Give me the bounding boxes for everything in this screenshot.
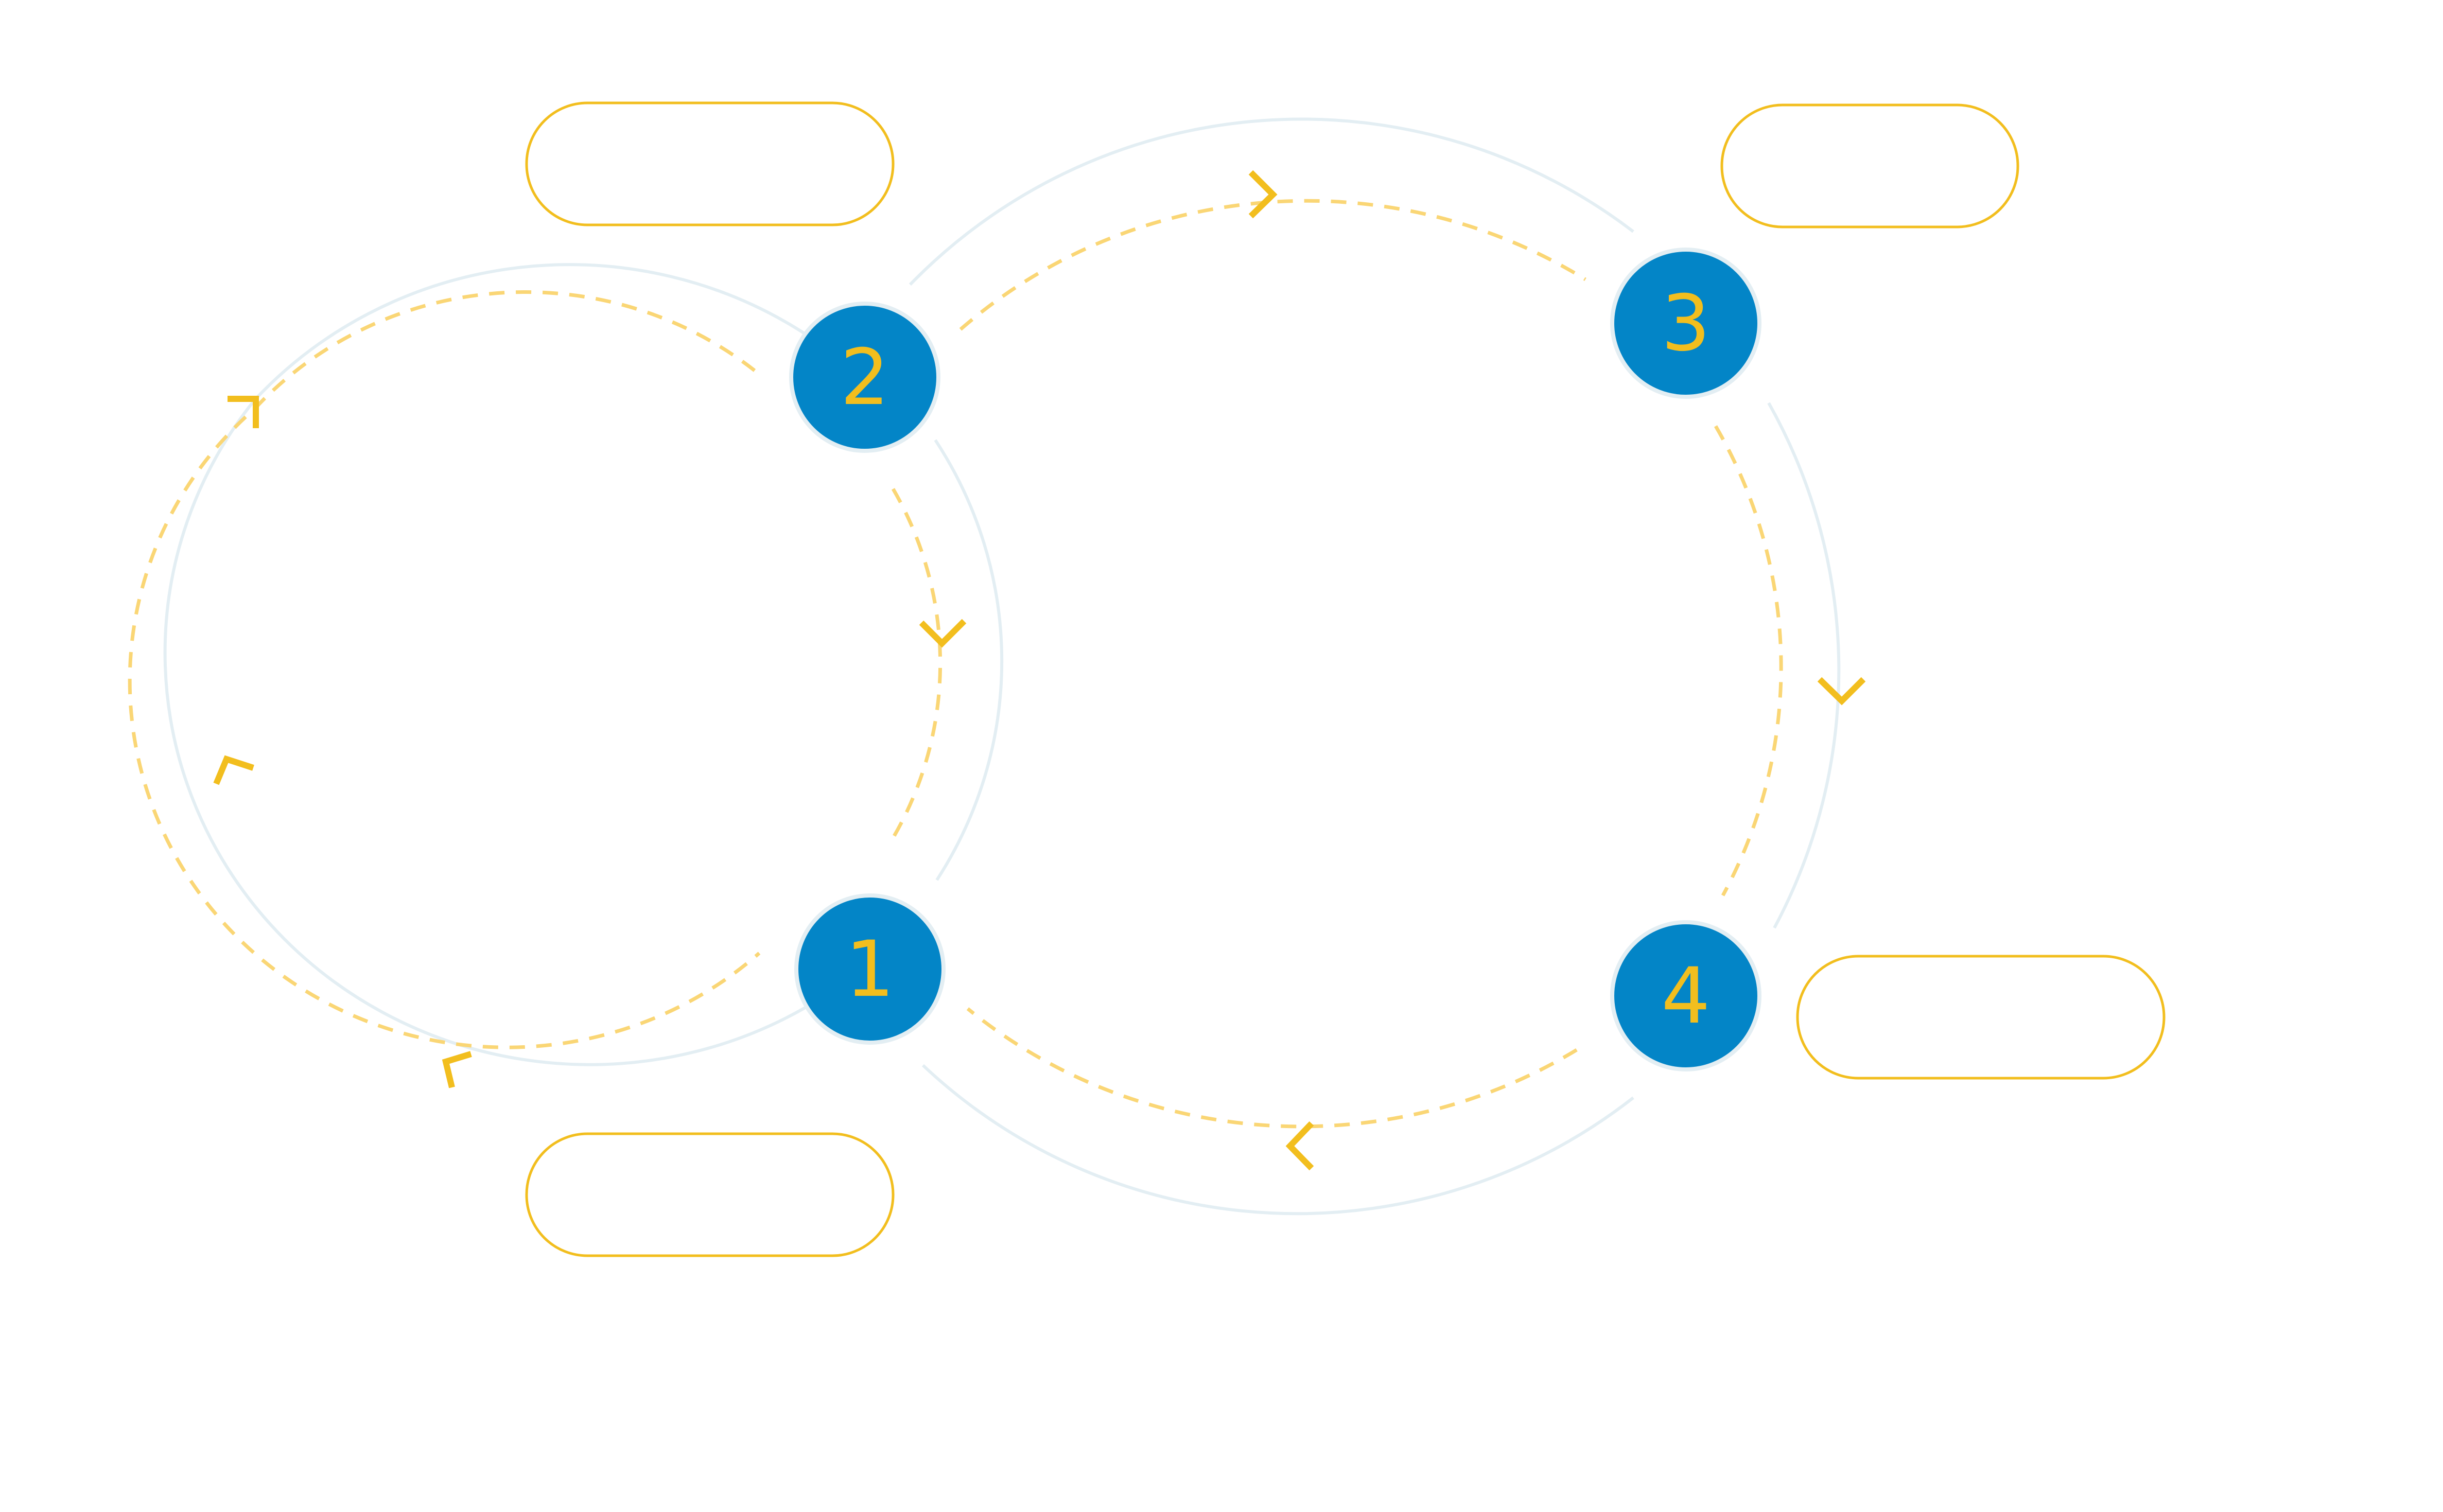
left-dashed-path-top <box>128 290 761 1049</box>
left-outer-ring-arc-left <box>163 399 807 1066</box>
node-1: 1 <box>794 893 946 1045</box>
label-box-node-1 <box>525 1132 895 1257</box>
label-boxes <box>525 101 2166 1257</box>
right-dashed-path-right <box>1714 425 1783 896</box>
right-outer-ring-arc-right <box>1767 402 1841 929</box>
label-box-node-3 <box>1720 103 2019 228</box>
chevron-arrow-icon <box>1248 170 1278 219</box>
right-cycle <box>909 117 1866 1216</box>
node-3-label: 3 <box>1661 279 1710 368</box>
chevron-arrow-icon <box>919 619 967 648</box>
node-2-label: 2 <box>840 333 889 423</box>
right-dashed-path-top <box>959 199 1586 331</box>
label-box-node-2 <box>525 101 895 226</box>
node-3: 3 <box>1610 248 1761 399</box>
label-box-node-4 <box>1796 955 2166 1080</box>
chevron-arrow-icon <box>213 755 254 785</box>
left-dashed-path-right <box>891 488 943 839</box>
right-outer-ring-arc-bottom <box>921 1064 1634 1216</box>
node-4-label: 4 <box>1661 952 1710 1041</box>
chevron-arrow-icon <box>1285 1121 1314 1171</box>
left-outer-ring-arc-right <box>934 439 1004 881</box>
right-dashed-path-bottom <box>966 1007 1578 1129</box>
left-cycle <box>128 263 1004 1088</box>
node-4: 4 <box>1610 920 1761 1071</box>
right-outer-ring-arc-top <box>909 117 1634 286</box>
chevron-arrow-icon <box>442 1051 472 1088</box>
left-outer-ring-arc-top <box>253 263 806 402</box>
node-2: 2 <box>789 302 940 453</box>
chevron-arrow-icon <box>1817 677 1866 706</box>
node-1-label: 1 <box>845 925 894 1014</box>
chevron-arrow-icon <box>228 396 259 428</box>
